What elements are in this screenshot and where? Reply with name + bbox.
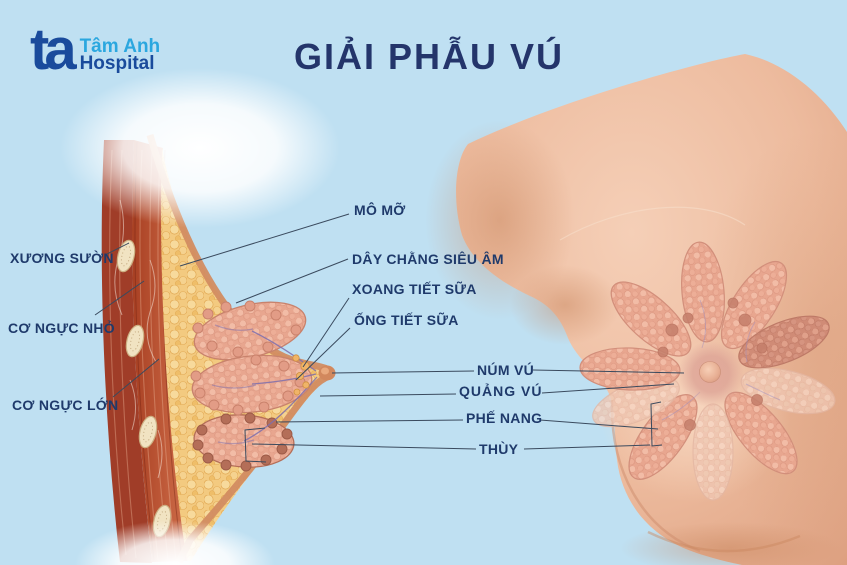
pectoralis-major xyxy=(132,140,188,562)
label-pectoralis-minor: CƠ NGỰC NHỎ xyxy=(8,320,115,336)
leader-xuong-suon xyxy=(106,242,130,255)
leader-day-chang xyxy=(235,258,349,304)
leader-xoang xyxy=(302,297,350,368)
label-rib: XƯƠNG SƯỜN xyxy=(10,250,114,266)
leader-quang-vu-right xyxy=(541,383,675,394)
logo-ta-mark: ta xyxy=(30,17,77,82)
label-alveoli: PHẾ NANG xyxy=(466,410,543,426)
leader-thuy-right xyxy=(523,444,651,450)
label-fat-tissue: MÔ MỠ xyxy=(354,202,406,218)
leader-co-nguc-lon xyxy=(112,358,160,398)
leader-num-vu-right xyxy=(532,369,685,374)
alveoli-clusters xyxy=(657,297,768,431)
leader-phe-nang-right xyxy=(539,419,659,430)
label-suspensory-ligament: DÂY CHẰNG SIÊU ÂM xyxy=(352,251,504,267)
label-lactiferous-sinus: XOANG TIẾT SỮA xyxy=(352,281,477,297)
leader-num-vu-left xyxy=(331,370,475,374)
ribs xyxy=(116,239,172,538)
label-nipple: NÚM VÚ xyxy=(477,362,535,378)
lactiferous-sinus xyxy=(292,354,310,396)
bracket-lobe-cross-section xyxy=(244,427,267,463)
leader-co-nguc-nho xyxy=(94,280,145,316)
logo-name-top: Tâm Anh xyxy=(79,36,161,57)
label-areola: QUẢNG VÚ xyxy=(459,383,543,399)
label-milk-duct: ỐNG TIẾT SỮA xyxy=(354,312,459,328)
leader-thuy-left xyxy=(251,443,477,450)
leader-mo-mo xyxy=(179,213,350,267)
page-title: GIẢI PHẪU VÚ xyxy=(293,36,565,77)
nipple xyxy=(699,361,721,383)
leader-quang-vu-left xyxy=(319,393,457,397)
lobe-bumps xyxy=(190,300,306,472)
label-pectoralis-major: CƠ NGỰC LỚN xyxy=(12,397,119,413)
logo-name-bottom: Hospital xyxy=(79,53,155,74)
hospital-logo: ta Tâm Anh Hospital xyxy=(30,17,161,82)
breast-cross-section-illustration xyxy=(60,68,340,565)
leader-lines xyxy=(94,213,685,463)
leader-ong xyxy=(295,327,351,381)
milk-ducts xyxy=(211,324,318,445)
breast-front-illustration xyxy=(425,54,847,565)
label-lobe: THÙY xyxy=(479,441,519,457)
leader-phe-nang-left xyxy=(275,419,464,423)
bracket-lobe-front xyxy=(650,401,663,447)
